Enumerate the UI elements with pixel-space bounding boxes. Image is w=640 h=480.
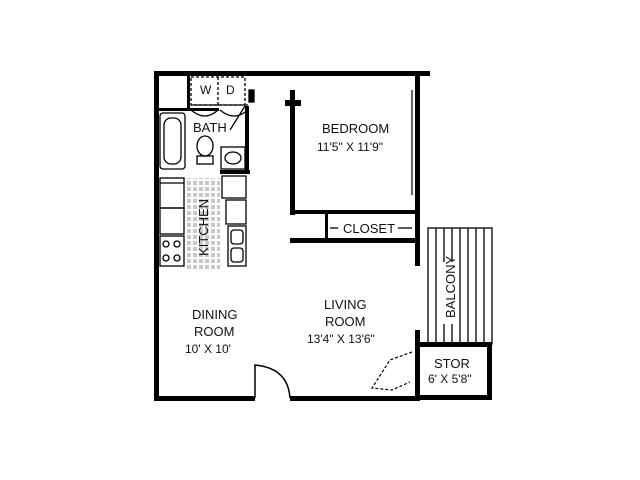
balcony-deck	[427, 227, 493, 345]
dining-size: 10' X 10'	[185, 342, 231, 356]
kitchen-tile-floor	[187, 178, 220, 270]
bedroom-label: BEDROOM	[322, 121, 389, 136]
living-label-line1: LIVING	[324, 297, 367, 312]
washer-label: W	[200, 83, 212, 97]
bath-fixtures	[159, 105, 246, 170]
balcony-label: BALCONY	[443, 256, 458, 318]
living-door-swing	[370, 351, 413, 391]
exterior-walls	[154, 71, 430, 401]
laundry-closet	[190, 76, 255, 117]
storage-room	[420, 342, 492, 400]
balcony-label-bg	[442, 262, 458, 324]
living-label-line2: ROOM	[325, 314, 365, 329]
interior-walls	[159, 76, 415, 243]
dining-label-line2: ROOM	[194, 324, 234, 339]
kitchen-fixtures	[159, 175, 247, 267]
kitchen-label: KITCHEN	[196, 199, 211, 256]
living-size: 13'4" X 13'6"	[307, 332, 375, 346]
closet-label: CLOSET	[343, 221, 395, 236]
storage-label: STOR	[434, 356, 470, 371]
bedroom-size: 11'5" X 11'9"	[317, 140, 383, 154]
entry-door	[254, 364, 291, 399]
dining-label-line1: DINING	[192, 307, 238, 322]
dryer-label: D	[226, 83, 235, 97]
bath-label: BATH	[193, 120, 227, 135]
storage-size: 6' X 5'8"	[428, 372, 472, 386]
